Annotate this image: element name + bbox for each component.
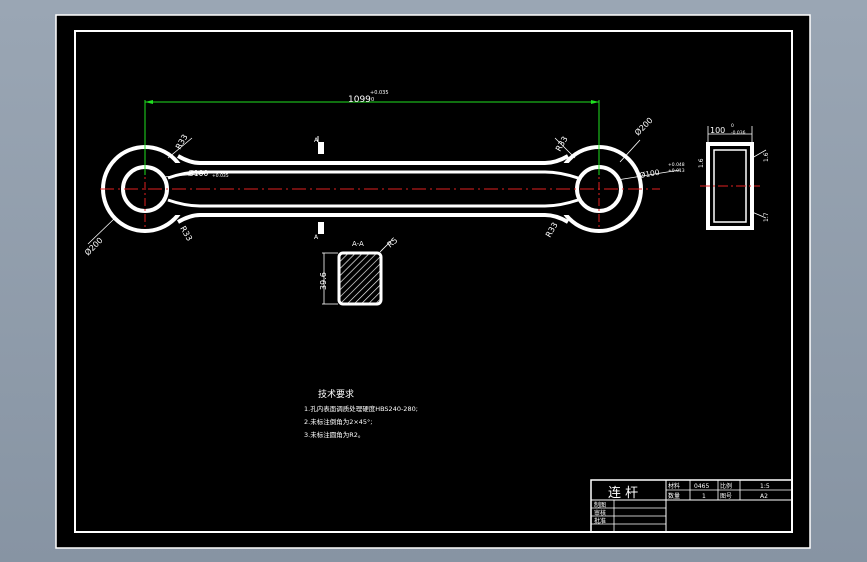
bore-diameter-left-tol: +0.035 <box>212 173 229 179</box>
label-quantity: 数量 <box>668 492 680 500</box>
bore-diameter-right-tol-upper: +0.048 <box>668 162 685 168</box>
section-shape <box>337 251 383 306</box>
drawing-frame <box>74 30 793 533</box>
label-material: 材料 <box>668 482 680 490</box>
shank-bottom-edge <box>176 213 570 224</box>
value-material: 0465 <box>694 483 709 490</box>
section-title: A-A <box>352 240 364 248</box>
note-2: 2.未标注倒角为2×45°; <box>304 417 373 426</box>
side-width-tol: -0.036 <box>731 130 746 136</box>
bore-diameter-right: Ø100 <box>639 168 661 180</box>
shank-inner-bottom <box>167 198 579 208</box>
length-value: 1099 <box>348 95 371 105</box>
label-draw: 制图 <box>594 501 606 509</box>
label-approve: 批准 <box>594 517 606 525</box>
label-scale: 比例 <box>720 482 732 490</box>
side-width: 100 <box>710 126 725 135</box>
label-drawing-no: 图号 <box>720 493 732 500</box>
section-mark-bottom: A <box>314 234 319 241</box>
connecting-rod-front-view <box>100 145 660 233</box>
bore-diameter-left: Ø100 <box>188 169 208 178</box>
part-name: 连 杆 <box>608 485 638 501</box>
side-dim-left: 1.6 <box>698 158 705 168</box>
value-scale: 1:5 <box>760 483 770 490</box>
label-check: 审核 <box>594 509 606 517</box>
note-3: 3.未标注圆角为R2。 <box>304 430 364 439</box>
side-view: 100 0 -0.036 1.6 1.6 1.7 <box>698 123 770 230</box>
section-view-a-a: A-A R5 39.6 <box>319 236 399 306</box>
section-height: 39.6 <box>319 272 328 290</box>
section-markers: A A <box>314 136 324 241</box>
length-tol-lower: 0 <box>371 97 374 103</box>
technical-notes: 技术要求 1.孔内表面调质处理硬度HBS240-280; 2.未标注倒角为2×4… <box>304 388 418 439</box>
bore-diameter-right-tol-lower: +0.013 <box>668 168 685 174</box>
dimension-length: 1099 +0.035 0 <box>144 90 600 175</box>
notes-title: 技术要求 <box>318 388 354 400</box>
value-quantity: 1 <box>702 493 706 500</box>
title-block: 连 杆 材料 0465 比例 1:5 数量 1 图号 A2 制图 审核 批准 <box>590 479 793 533</box>
shank-inner-top <box>167 170 579 180</box>
shank-top-edge <box>176 154 570 165</box>
drawing-sheet <box>55 14 811 549</box>
side-chamfer-top: 1.6 <box>763 152 770 162</box>
length-tol-upper: +0.035 <box>370 90 389 96</box>
note-1: 1.孔内表面调质处理硬度HBS240-280; <box>304 404 418 413</box>
side-chamfer-bottom: 1.7 <box>763 212 770 222</box>
section-mark-top: A <box>314 137 319 144</box>
side-width-tol-upper: 0 <box>731 123 734 129</box>
value-drawing-no: A2 <box>760 493 768 500</box>
